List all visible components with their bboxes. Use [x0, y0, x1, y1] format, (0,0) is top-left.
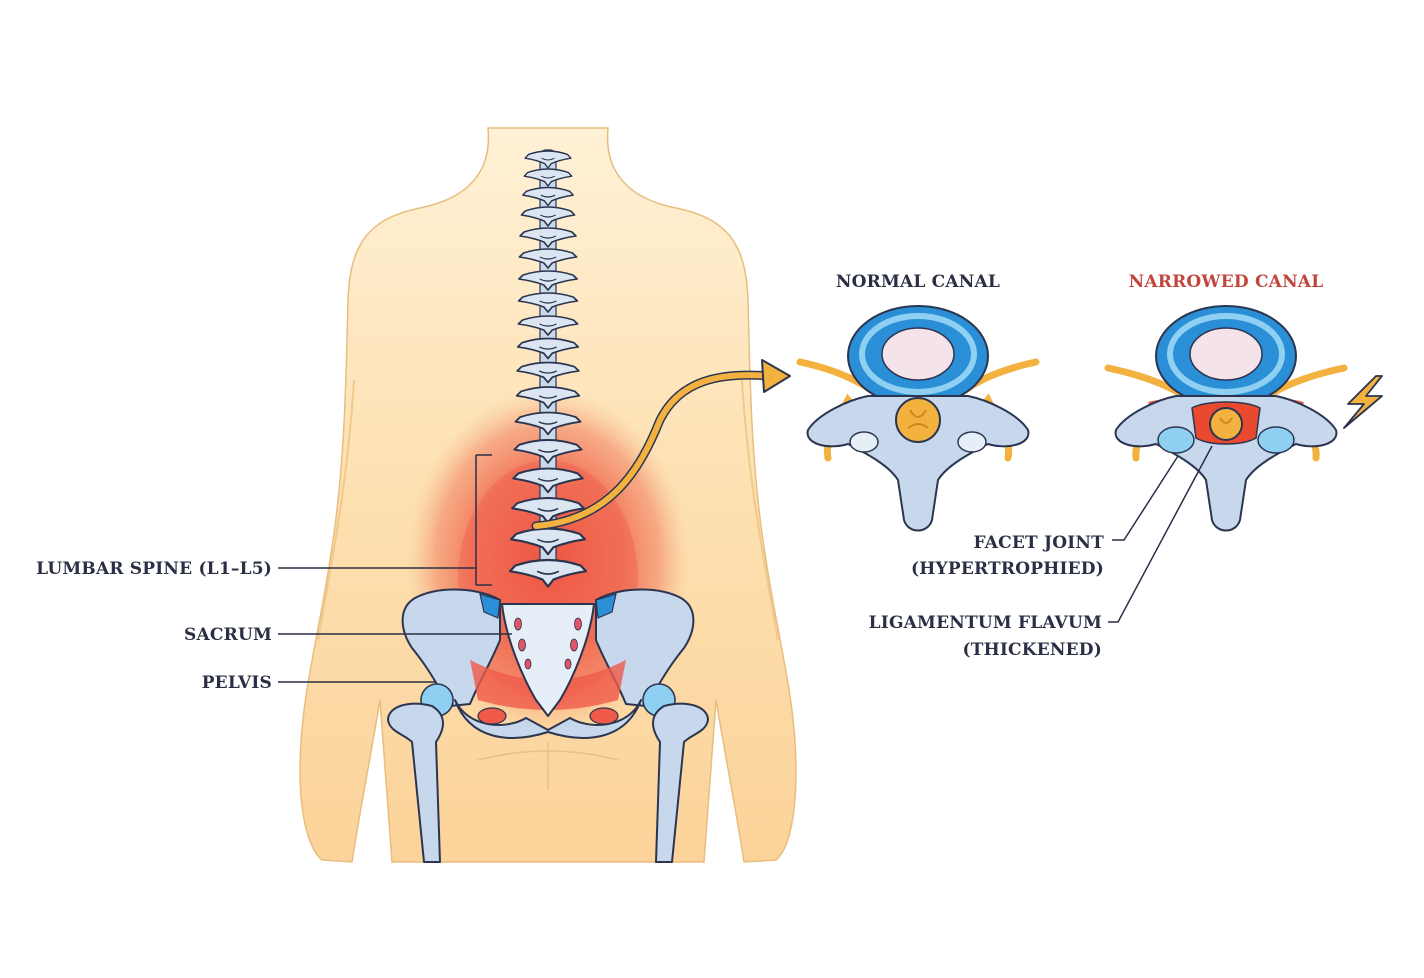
ligamentum-leader — [1108, 445, 1213, 623]
ligamentum-flavum-sublabel: (THICKENED) — [963, 640, 1102, 660]
labels: NORMAL CANAL NARROWED CANAL LUMBAR SPINE… — [36, 272, 1323, 693]
facet-joint-label: FACET JOINT — [973, 533, 1104, 553]
spine-column — [508, 149, 588, 588]
facet-leader — [1112, 455, 1179, 541]
facet-joint-sublabel: (HYPERTROPHIED) — [911, 559, 1104, 579]
sacrum-bone — [501, 603, 595, 717]
lumbar-spine-label: LUMBAR SPINE (L1–L5) — [36, 559, 272, 579]
normal-canal-illustration — [796, 305, 1040, 532]
zoom-arrow — [531, 359, 791, 531]
pelvis-label: PELVIS — [202, 673, 272, 693]
normal-canal-title: NORMAL CANAL — [836, 272, 1000, 292]
sacrum-label: SACRUM — [184, 625, 272, 645]
narrowed-canal-illustration — [1104, 305, 1383, 532]
ligamentum-flavum-label: LIGAMENTUM FLAVUM — [869, 613, 1102, 633]
lumbar-leader — [278, 454, 492, 586]
pain-lightning-icon — [1343, 375, 1383, 429]
narrowed-canal-title: NARROWED CANAL — [1129, 272, 1324, 292]
pelvis-illustration — [387, 588, 709, 863]
leader-lines — [278, 445, 1213, 683]
